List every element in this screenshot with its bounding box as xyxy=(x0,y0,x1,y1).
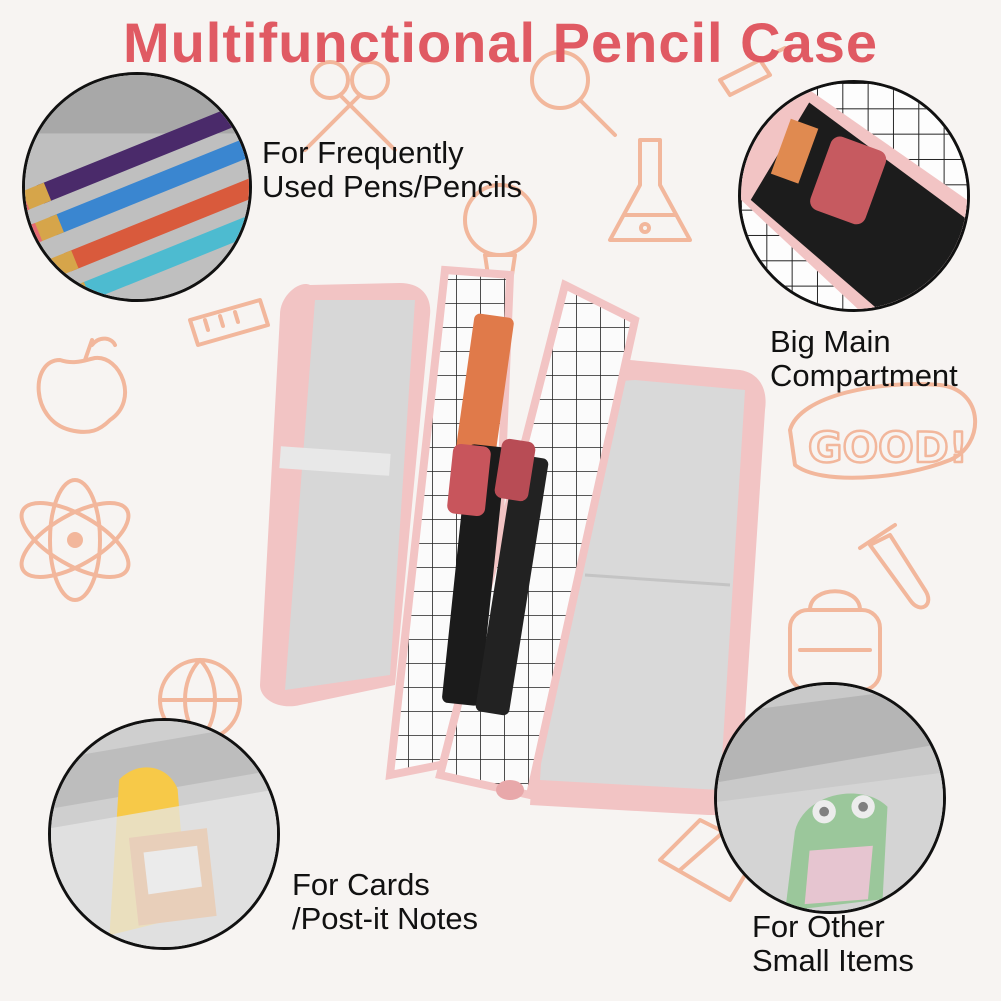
postit-closeup-image xyxy=(51,721,277,947)
markers-closeup-image xyxy=(741,83,967,309)
cards-caption-line1: For Cards xyxy=(292,867,430,902)
small-items-closeup xyxy=(714,682,946,914)
backpack-doodle-icon xyxy=(788,589,882,692)
pencils-closeup-image xyxy=(25,75,249,299)
small-caption-line1: For Other xyxy=(752,909,885,944)
flask-doodle-icon xyxy=(608,138,692,242)
pens-caption-line2: Used Pens/Pencils xyxy=(262,169,523,204)
small-caption-line2: Small Items xyxy=(752,943,914,978)
pens-caption: For Frequently Used Pens/Pencils xyxy=(262,136,522,204)
small-caption: For Other Small Items xyxy=(752,910,914,978)
pen-doodle-icon xyxy=(718,46,787,97)
test-tube-doodle-icon xyxy=(858,523,931,610)
good-doodle-icon: GOOD! xyxy=(788,382,977,480)
atom-doodle-icon xyxy=(19,478,131,602)
cards-caption: For Cards /Post-it Notes xyxy=(292,868,478,936)
pencil-case-image xyxy=(260,265,766,815)
main-compartment-closeup xyxy=(738,80,970,312)
ruler-doodle-icon xyxy=(188,298,270,347)
page-title: Multifunctional Pencil Case xyxy=(122,11,879,74)
frog-clip-closeup-image xyxy=(717,685,943,911)
main-caption-line1: Big Main xyxy=(770,324,891,359)
pens-caption-line1: For Frequently xyxy=(262,135,464,170)
svg-text:GOOD!: GOOD! xyxy=(808,423,968,472)
apple-doodle-icon xyxy=(36,336,128,434)
cards-caption-line2: /Post-it Notes xyxy=(292,901,479,936)
magnifier-doodle-icon xyxy=(530,50,617,137)
main-caption-line2: Compartment xyxy=(770,358,958,393)
scissors-doodle-icon xyxy=(303,60,397,152)
pens-slot-closeup xyxy=(22,72,252,302)
main-caption: Big Main Compartment xyxy=(770,325,958,393)
cards-pocket-closeup xyxy=(48,718,280,950)
